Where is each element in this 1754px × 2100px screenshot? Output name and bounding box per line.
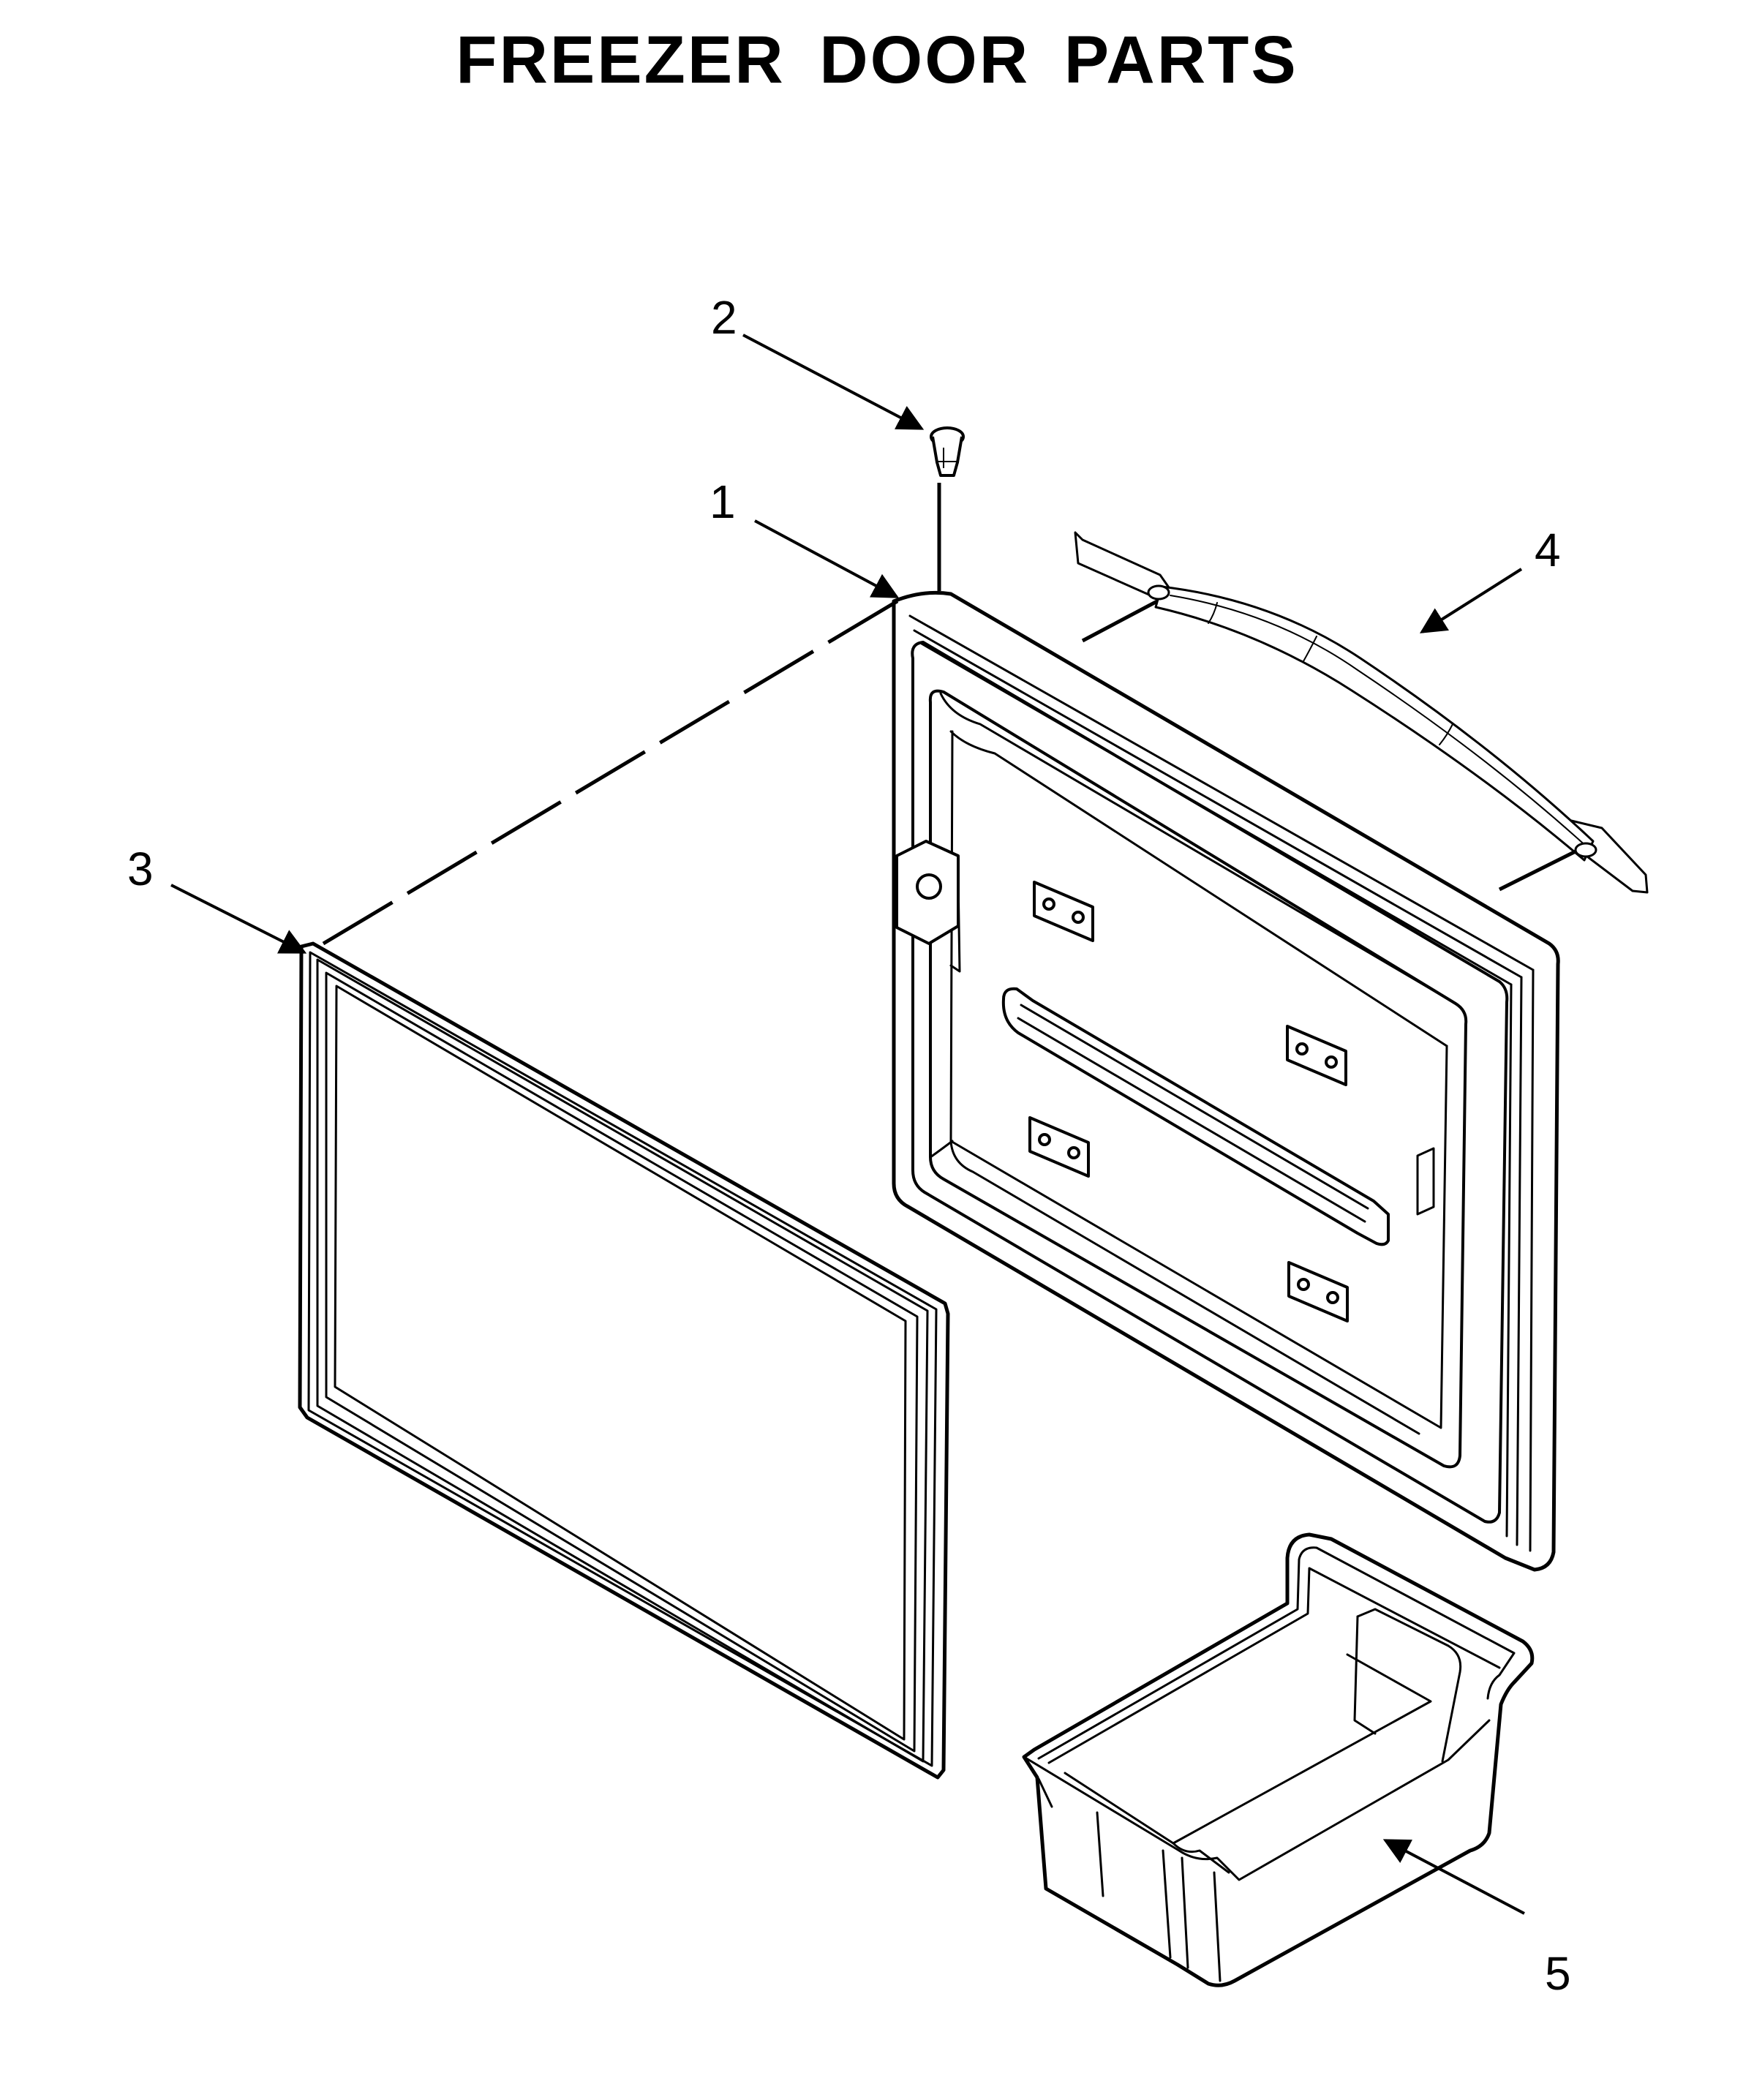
callout-4: 4 <box>1535 524 1561 576</box>
door-bin-icon[interactable] <box>1022 1532 1535 1987</box>
door-gasket-icon[interactable] <box>298 941 950 1780</box>
leader-arrows <box>170 334 1525 1915</box>
callout-1: 1 <box>709 475 736 528</box>
callout-5: 5 <box>1545 1947 1571 2000</box>
callout-2: 2 <box>711 291 737 344</box>
screw-icon[interactable] <box>930 426 965 477</box>
freezer-door-icon[interactable] <box>892 590 1560 1572</box>
callout-3: 3 <box>127 843 154 895</box>
door-handle-icon[interactable] <box>1074 531 1649 894</box>
page-title: FREEZER DOOR PARTS <box>456 23 1298 97</box>
